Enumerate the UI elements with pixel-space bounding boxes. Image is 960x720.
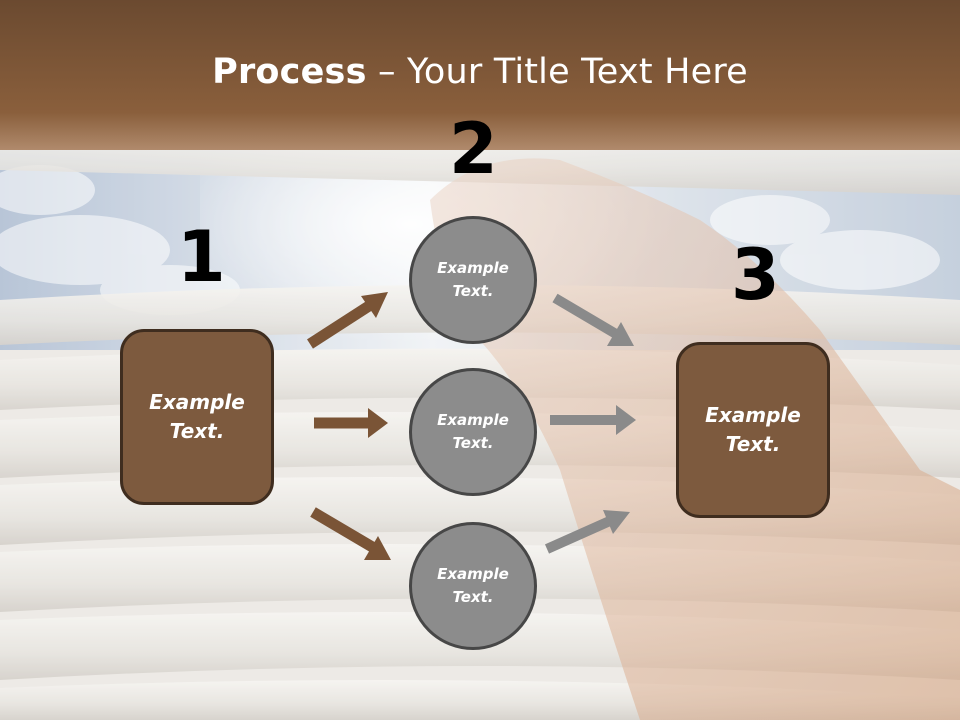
step-number-2: 2 xyxy=(449,108,498,190)
circle-middle-label: Example Text. xyxy=(437,411,509,452)
step-3-box: Example Text. xyxy=(676,342,830,518)
arrow-gray-down xyxy=(552,293,634,346)
arrow-brown-down xyxy=(310,507,391,560)
arrow-gray-middle xyxy=(550,405,636,435)
step-1-label: Example Text. xyxy=(149,390,245,443)
step-2-circle-middle: Example Text. xyxy=(409,368,537,496)
arrow-brown-up xyxy=(307,292,388,349)
step-2-circle-top: Example Text. xyxy=(409,216,537,344)
step-number-1: 1 xyxy=(177,216,226,298)
step-1-box: Example Text. xyxy=(120,329,274,505)
title-bold: Process xyxy=(212,52,367,92)
arrow-gray-up xyxy=(544,510,630,554)
circle-bottom-label: Example Text. xyxy=(437,565,509,606)
step-number-3: 3 xyxy=(731,234,780,316)
circle-top-label: Example Text. xyxy=(437,259,509,300)
step-3-label: Example Text. xyxy=(705,403,801,456)
title-rest: – Your Title Text Here xyxy=(366,52,748,92)
step-2-circle-bottom: Example Text. xyxy=(409,522,537,650)
slide-title: Process – Your Title Text Here xyxy=(0,52,960,92)
arrow-brown-middle xyxy=(314,408,388,438)
